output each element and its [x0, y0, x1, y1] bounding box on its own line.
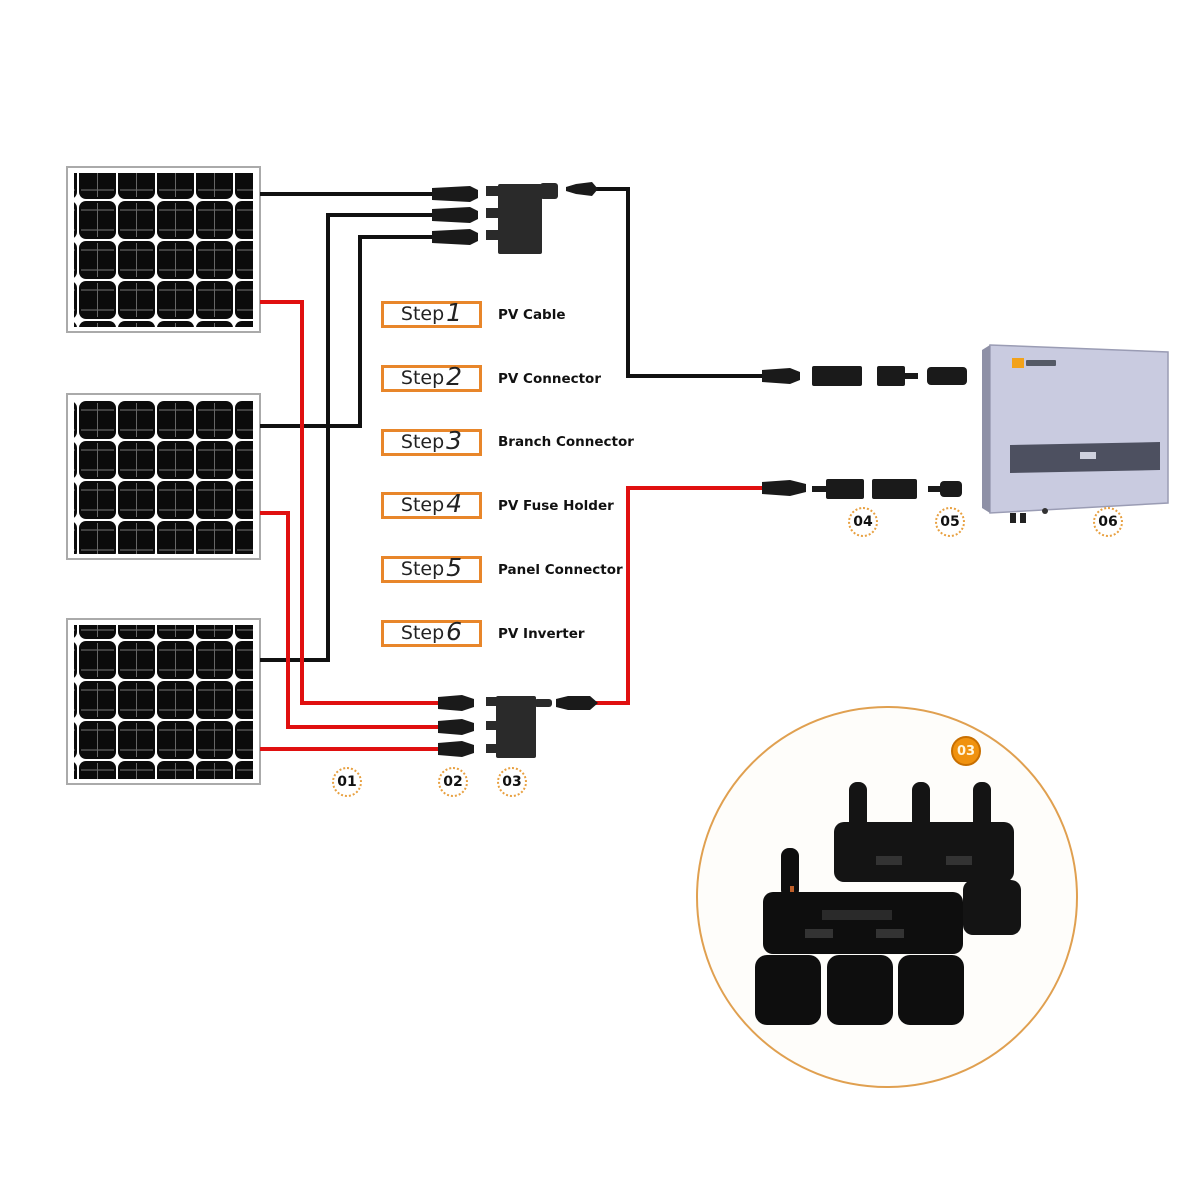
step-2-word: Step — [400, 367, 445, 389]
step-1-number: 1 — [446, 298, 463, 327]
positive-trunk-wire — [592, 486, 770, 705]
fuse-holder-half-b — [872, 479, 917, 499]
positive-wires — [260, 300, 770, 751]
branch-connector-bottom — [486, 696, 552, 758]
step-3-box: Step 3 — [381, 426, 482, 456]
step-4-word: Step — [400, 494, 445, 516]
step-6-number: 6 — [446, 617, 463, 646]
badge-01-pv-cable: 01 — [332, 767, 362, 797]
step-5-number: 5 — [446, 553, 463, 582]
fuse-holder-half-a — [812, 486, 826, 492]
badge-03-branch-connector: 03 — [497, 767, 527, 797]
step-6-word: Step — [400, 622, 445, 644]
badge-05-panel-connector: 05 — [935, 507, 965, 537]
pv-inverter — [982, 344, 1169, 523]
step-1-box: Step 1 — [381, 298, 482, 328]
positive-wire-panel-2 — [260, 511, 440, 729]
step-1-word: Step — [400, 303, 445, 325]
negative-trunk-wire — [592, 187, 770, 378]
positive-inline-connectors — [762, 479, 962, 499]
panel-connector — [940, 481, 962, 497]
badge-06-inverter: 06 — [1093, 507, 1123, 537]
step-6-description: PV Inverter — [498, 626, 585, 642]
badge-04-fuse-holder: 04 — [848, 507, 878, 537]
step-5-description: Panel Connector — [498, 562, 623, 578]
trunk-connector-bottom — [556, 696, 598, 710]
mc4-connectors-top — [432, 186, 478, 245]
step-3-word: Step — [400, 431, 445, 453]
solar-panel-3 — [66, 618, 261, 785]
branch-connector-top — [486, 183, 558, 254]
badge-02-pv-connector: 02 — [438, 767, 468, 797]
branch-connector-inset — [696, 706, 1078, 1088]
inset-connector-front — [755, 848, 964, 1025]
step-4-box: Step 4 — [381, 489, 482, 519]
step-6-box: Step 6 — [381, 617, 482, 647]
step-5-word: Step — [400, 558, 445, 580]
step-3-description: Branch Connector — [498, 434, 634, 450]
solar-panel-2 — [66, 393, 261, 560]
solar-panel-1 — [66, 166, 261, 333]
step-2-number: 2 — [446, 362, 463, 391]
step-4-description: PV Fuse Holder — [498, 498, 614, 514]
trunk-connector-top — [566, 182, 598, 196]
negative-branch-assembly — [432, 182, 598, 254]
step-4-number: 4 — [446, 489, 463, 518]
step-5-box: Step 5 — [381, 553, 482, 583]
inset-connector-back — [834, 782, 1021, 935]
inverter-logo-icon — [1012, 358, 1024, 368]
negative-wire-panel-2 — [260, 235, 440, 428]
badge-inset-03: 03 — [951, 736, 981, 766]
mc4-connectors-bottom — [438, 695, 474, 757]
step-2-description: PV Connector — [498, 371, 601, 387]
step-1-description: PV Cable — [498, 307, 566, 323]
step-2-box: Step 2 — [381, 362, 482, 392]
negative-wires — [260, 187, 770, 662]
positive-branch-assembly — [438, 695, 598, 758]
negative-inline-connectors — [762, 366, 967, 386]
negative-wire-panel-3 — [260, 213, 440, 662]
step-3-number: 3 — [446, 426, 463, 455]
positive-wire-panel-1 — [260, 300, 440, 705]
